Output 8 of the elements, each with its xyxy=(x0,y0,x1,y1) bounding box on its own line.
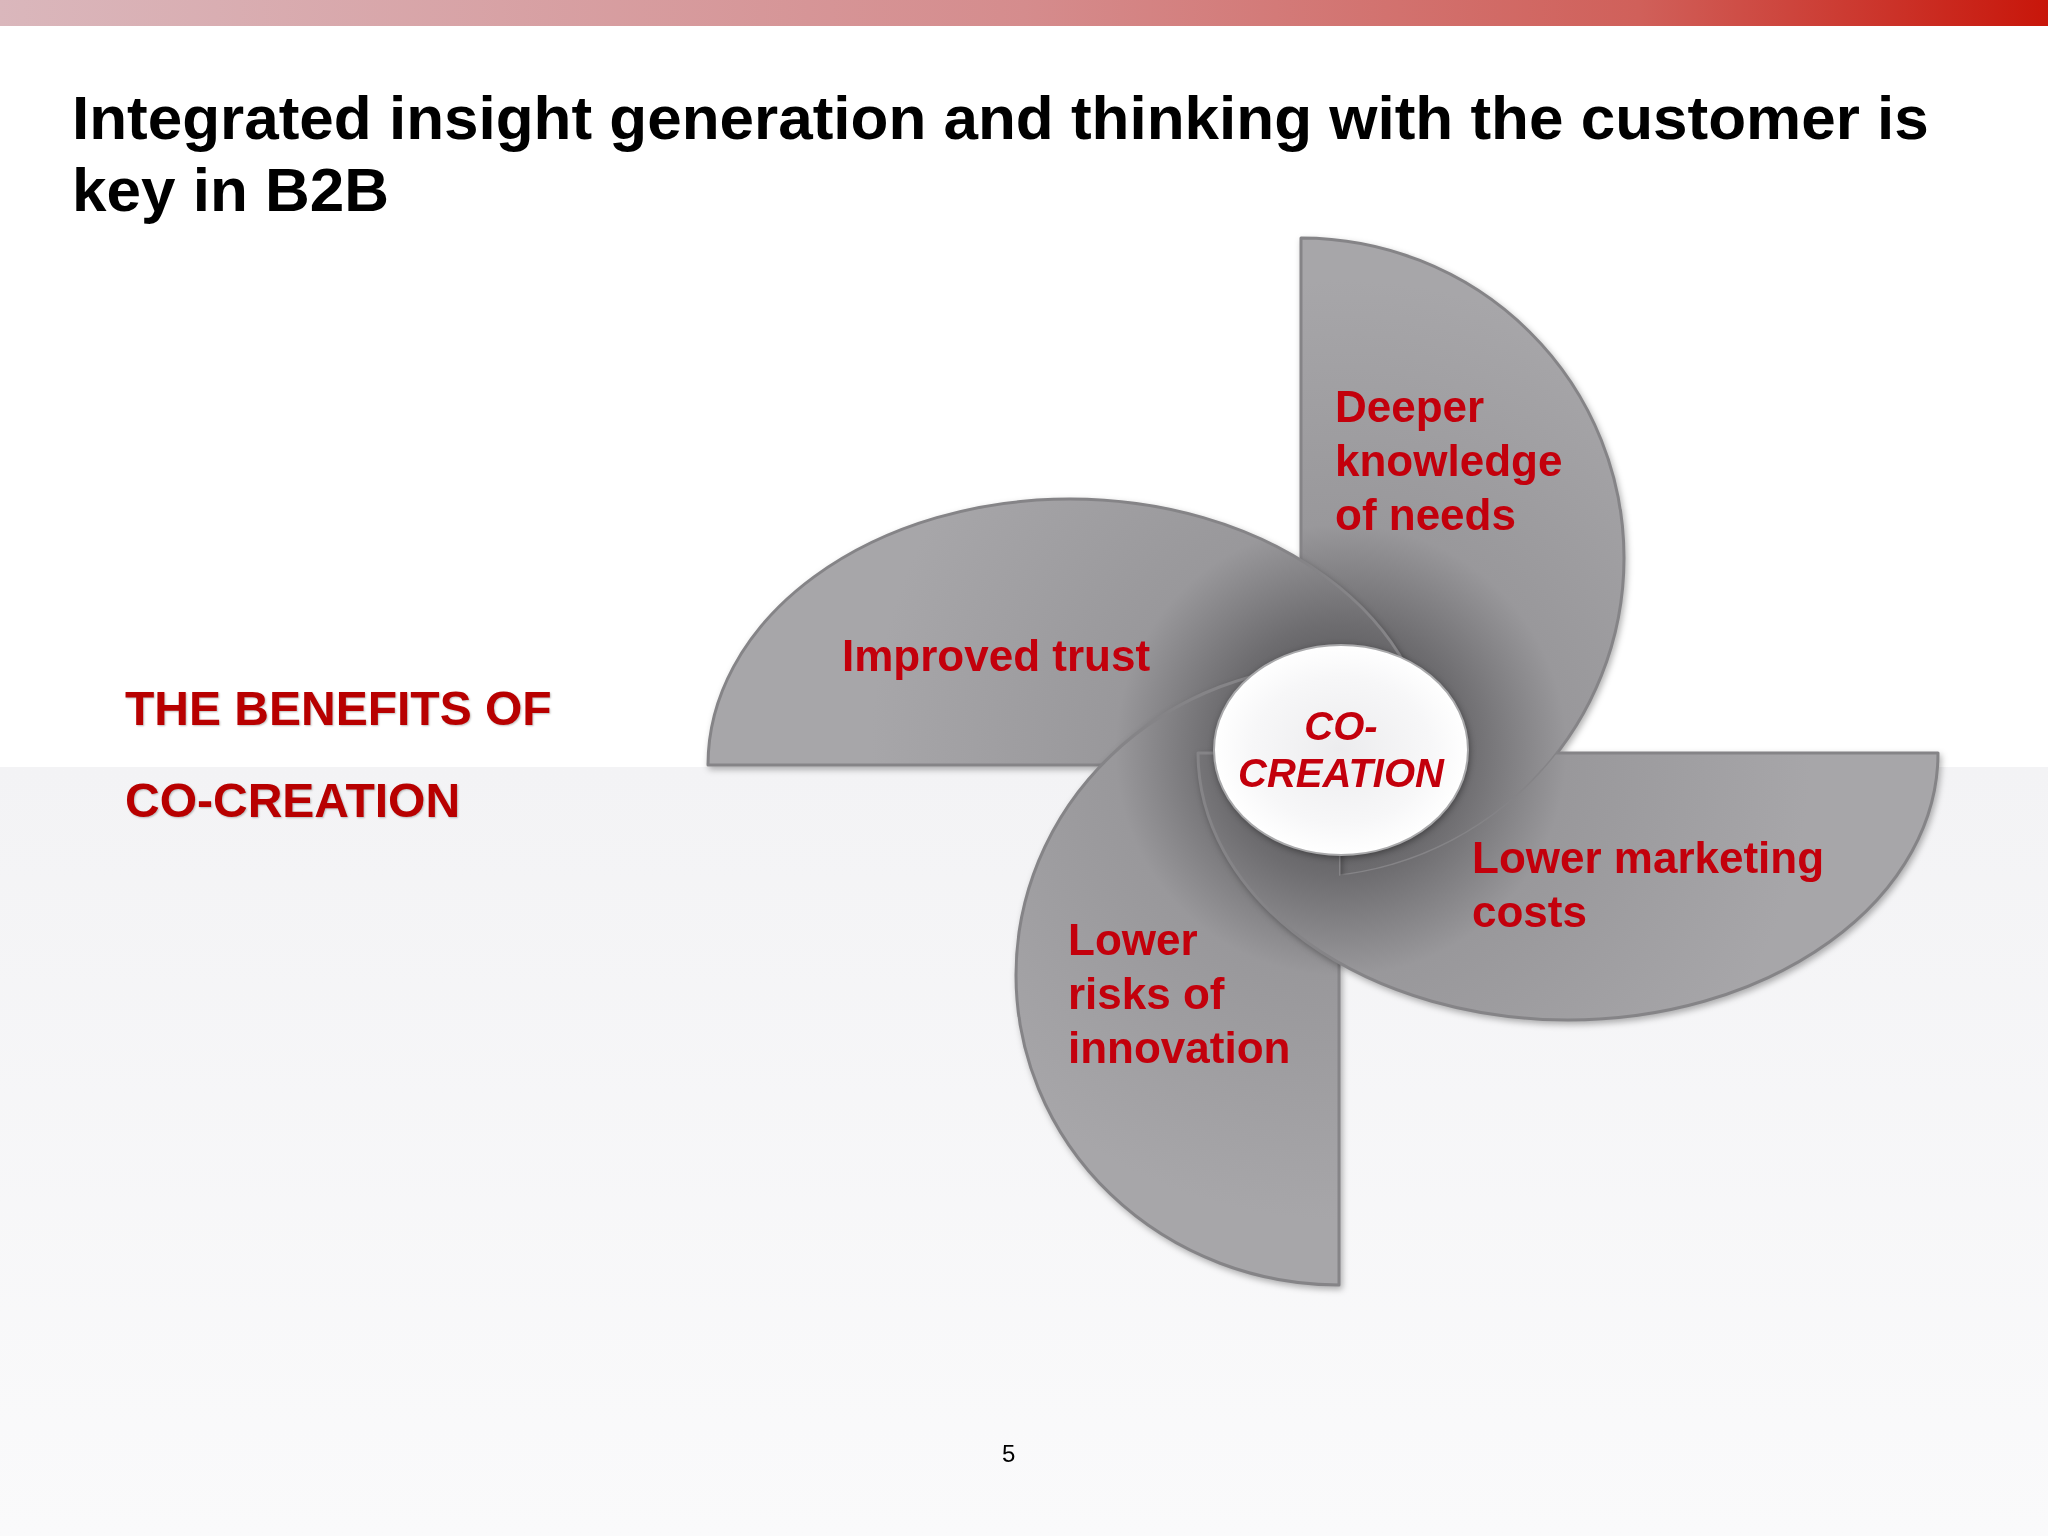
blade-label: Lower marketing costs xyxy=(1472,832,1826,938)
blade-label: Improved trust xyxy=(842,630,1151,682)
page-number: 5 xyxy=(1002,1440,1016,1468)
blade-label: Deeper knowledge of needs xyxy=(1335,381,1564,541)
slide-title: Integrated insight generation and thinking with the customer is key in B2B xyxy=(72,82,1930,226)
blade-label: Lower risks of innovation xyxy=(1068,914,1292,1074)
hub-label: CO-CREATION xyxy=(1237,703,1446,797)
section-heading: THE BENEFITS OF CO-CREATION xyxy=(125,681,553,829)
